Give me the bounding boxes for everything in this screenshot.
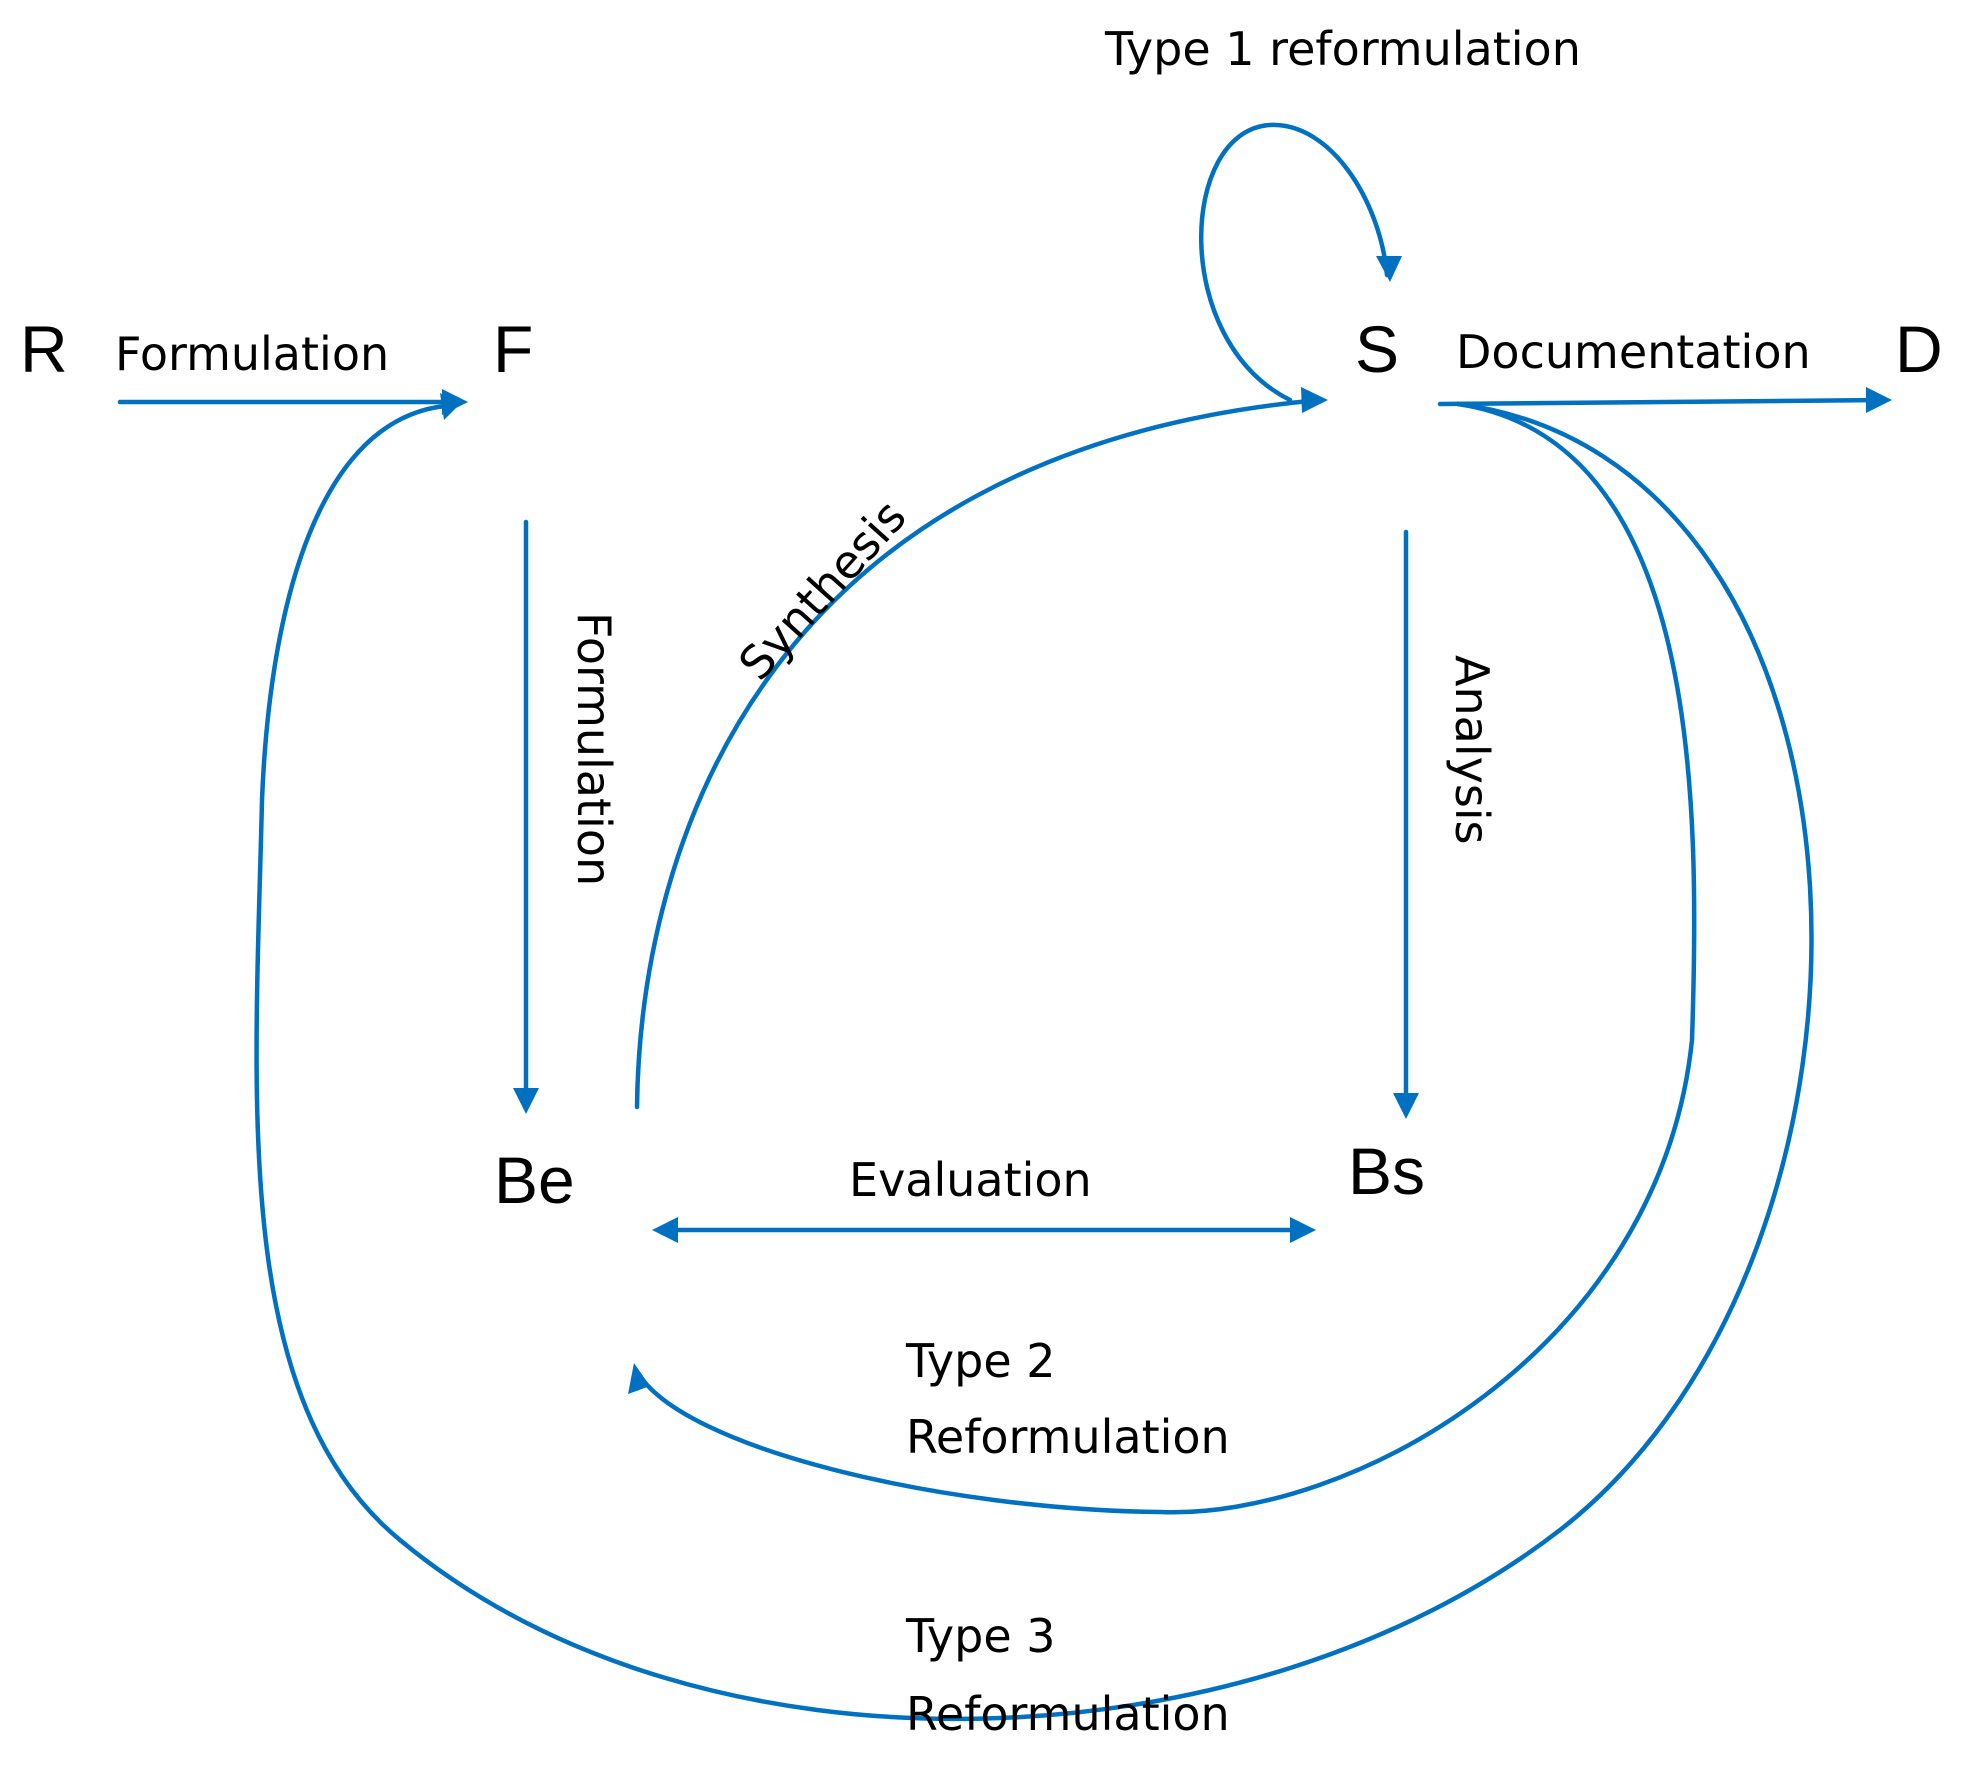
edge-labels-group: Formulation Documentation Type 1 reformu… (115, 22, 1811, 1741)
node-d: D (1895, 312, 1943, 386)
nodes-group: R F S D Be Bs (20, 312, 1943, 1217)
node-r: R (20, 312, 68, 386)
arrowhead-into-bs (1393, 1093, 1419, 1119)
label-formulation-f-be: Formulation (567, 612, 621, 886)
edge-type1-loop (1198, 122, 1390, 403)
arrowheads-group (440, 256, 1892, 1394)
arrowhead-type2-into-be (628, 1363, 650, 1394)
node-s: S (1355, 312, 1399, 386)
edges-group (117, 122, 1888, 1722)
label-analysis: Analysis (1445, 655, 1499, 845)
edge-s-to-d (1437, 397, 1888, 407)
label-type2-line1: Type 2 (905, 1334, 1056, 1388)
node-be: Be (494, 1143, 575, 1217)
label-type3-line2: Reformulation (906, 1687, 1230, 1741)
label-type3-line1: Type 3 (905, 1609, 1056, 1663)
arrowhead-into-be (513, 1088, 539, 1114)
label-evaluation: Evaluation (849, 1153, 1092, 1207)
arrowhead-evaluation-left (652, 1217, 678, 1243)
node-f: F (493, 312, 533, 386)
edge-synthesis (634, 397, 1323, 1110)
arrowhead-into-d (1866, 387, 1892, 413)
edge-type3 (254, 401, 1814, 1722)
arrowhead-evaluation-right (1290, 1217, 1316, 1243)
label-formulation-r-f: Formulation (115, 327, 389, 381)
arrowhead-type1-into-s (1376, 256, 1402, 282)
arrowhead-type3-into-f (440, 393, 460, 420)
node-bs: Bs (1348, 1134, 1425, 1208)
label-type1-reformulation: Type 1 reformulation (1104, 22, 1581, 76)
arrowhead-synthesis-into-s (1301, 387, 1328, 413)
edge-type2 (633, 401, 1697, 1515)
label-synthesis: Synthesis (728, 489, 917, 690)
label-type2-line2: Reformulation (906, 1410, 1230, 1464)
label-documentation: Documentation (1456, 325, 1811, 379)
